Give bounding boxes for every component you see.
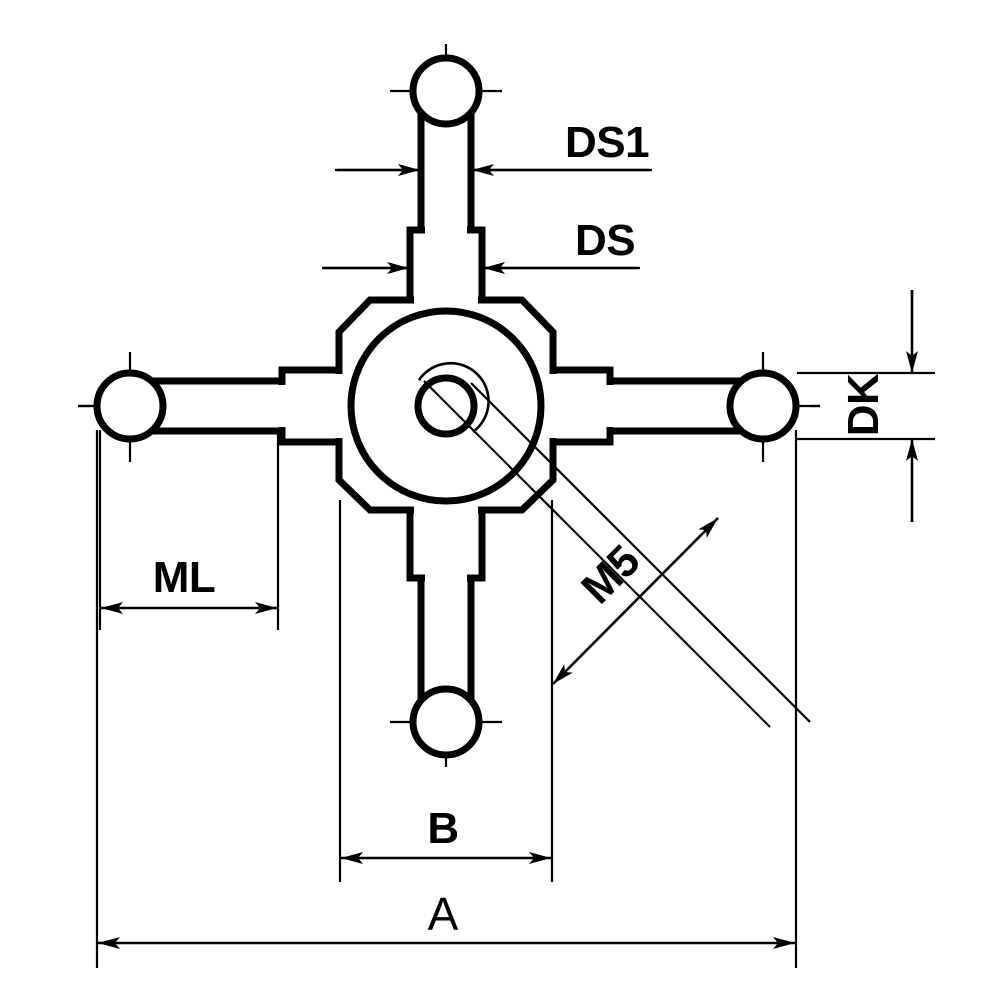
- left-arm-shaft: [151, 377, 286, 435]
- extension-lines: [95, 168, 935, 968]
- thread-major-arc: [417, 361, 490, 433]
- left-ball: [93, 369, 167, 443]
- mask-bottom-shaft-seam: [425, 574, 467, 582]
- mask-right-shaft-seam: [606, 385, 614, 427]
- bottom-stylus-shoulder: [406, 506, 486, 582]
- bottom-ball: [409, 685, 483, 759]
- m5-leader-line: [470, 382, 811, 723]
- top-stylus-shoulder: [406, 226, 486, 304]
- mask-right-seam: [549, 374, 558, 438]
- left-arm-shoulder: [278, 366, 343, 446]
- m5-dimension-line: [552, 517, 719, 685]
- dimension-label-ds1: DS1: [565, 118, 649, 167]
- outline-cleanup-masks: [278, 226, 614, 582]
- mask-left-shaft-seam: [278, 385, 286, 427]
- thread-major-arc-group: [417, 361, 490, 433]
- dimension-label-dk: DK: [839, 373, 888, 436]
- dimension-label-m5: M5: [572, 536, 649, 613]
- body-circle: [347, 307, 545, 505]
- top-ball: [409, 54, 483, 128]
- thread-hole-minor-circle: [414, 374, 478, 438]
- dimension-label-a: A: [428, 888, 459, 940]
- mask-top-shaft-seam: [425, 226, 467, 234]
- dimension-label-ds: DS: [575, 216, 635, 265]
- dimension-labels: DS1 DS DK ML M5 B A: [153, 118, 888, 940]
- mask-bottom-seam: [414, 506, 478, 515]
- right-arm-shoulder: [549, 366, 614, 446]
- m5-projection-lower: [467, 428, 672, 632]
- part-outline: [93, 54, 800, 759]
- mask-left-seam: [335, 374, 344, 438]
- dimension-label-ml: ML: [153, 553, 216, 602]
- mask-top-seam: [414, 296, 478, 305]
- dimension-label-b: B: [427, 804, 458, 853]
- right-ball: [726, 369, 800, 443]
- dimension-lines: [98, 164, 918, 949]
- right-arm-shaft: [606, 377, 742, 435]
- m5-projection-upper: [423, 380, 771, 728]
